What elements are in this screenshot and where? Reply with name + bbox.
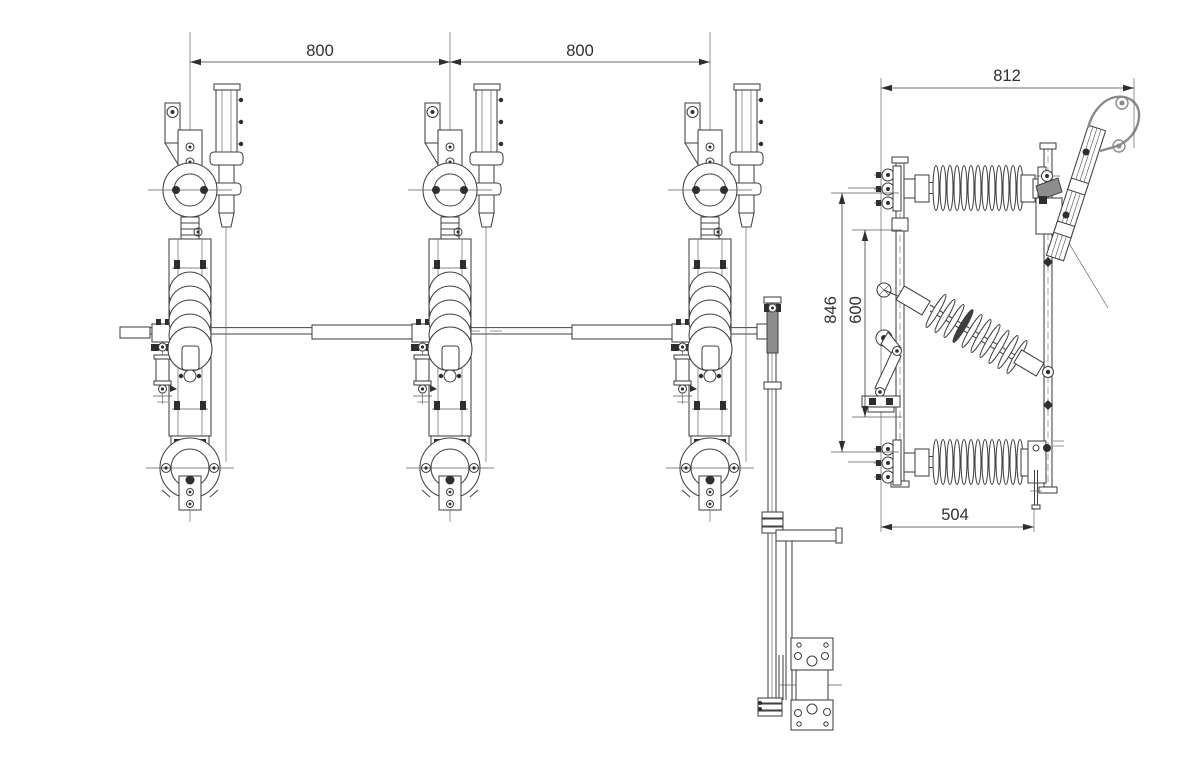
crank-mechanism [861, 282, 903, 413]
operating-rod [757, 296, 843, 717]
dimension-label-front-left: 800 [306, 42, 334, 60]
dimension-label-side-inner-height: 600 [847, 296, 865, 324]
pole-2 [405, 31, 504, 523]
side-view: 812 846 600 504 [822, 67, 1141, 532]
pole-3 [665, 31, 764, 523]
dimension-label-side-width: 812 [993, 67, 1021, 85]
dimension-label-side-outer-height: 846 [822, 296, 840, 324]
side-dimensions: 812 846 600 504 [822, 67, 1135, 532]
diagonal-insulator [895, 285, 1055, 379]
hinge-bracket [1035, 177, 1063, 201]
dimension-label-front-right: 800 [566, 42, 594, 60]
mounting-plates [790, 637, 834, 731]
front-view: 800 800 [119, 31, 843, 731]
side-post-left [890, 156, 910, 488]
top-insulator [847, 164, 1060, 213]
bottom-insulator [847, 438, 1064, 510]
pole-1 [145, 31, 244, 523]
hook-guide [1086, 95, 1141, 153]
dimension-label-side-base-width: 504 [941, 506, 969, 524]
fuse-tube-assembly [1035, 95, 1141, 262]
front-dimensions: 800 800 [190, 42, 710, 66]
